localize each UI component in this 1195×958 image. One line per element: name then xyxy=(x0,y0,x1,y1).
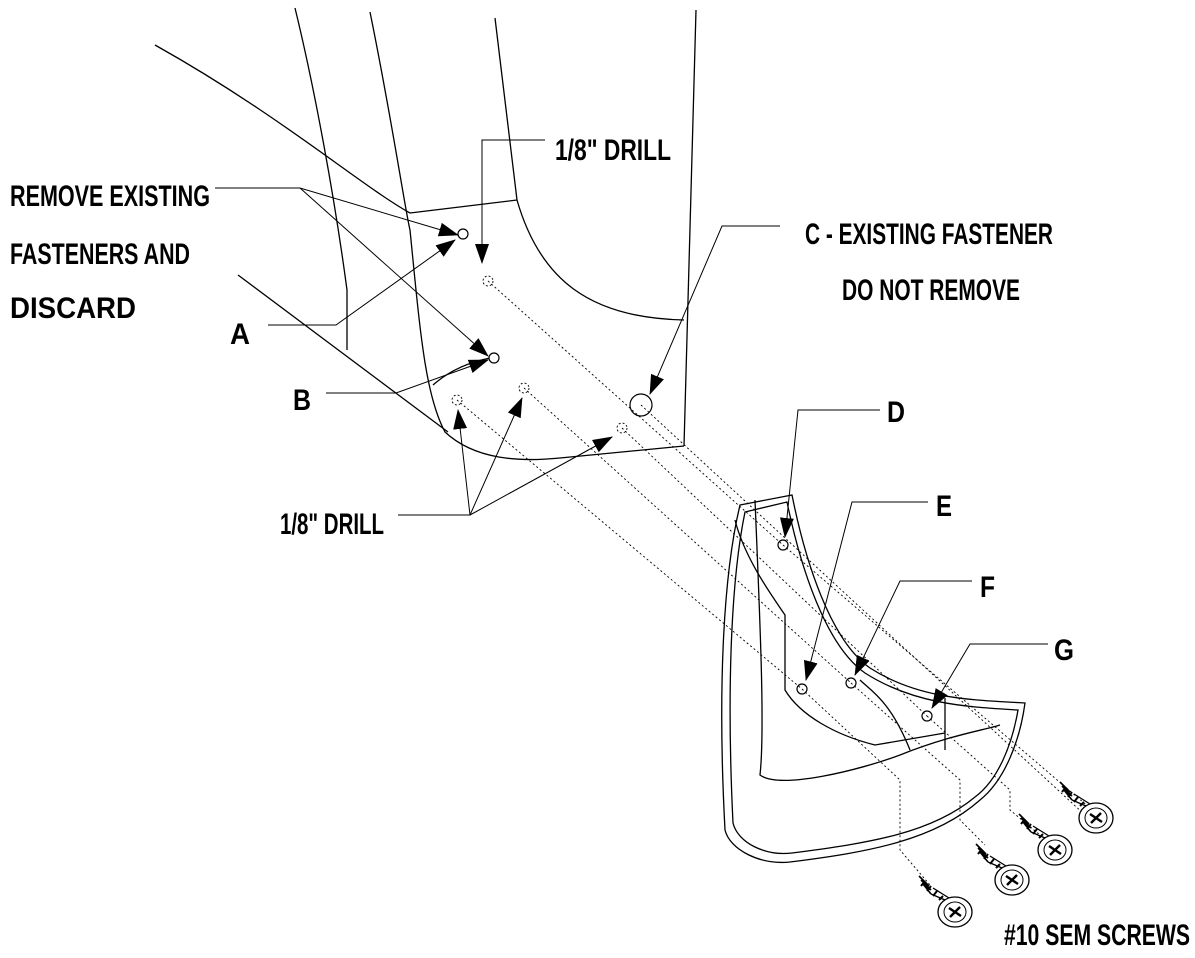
label-f: F xyxy=(980,571,995,604)
alignment-lines xyxy=(456,280,1099,886)
vehicle-fender-outline xyxy=(154,7,697,461)
label-g: G xyxy=(1054,634,1074,667)
label-e: E xyxy=(936,490,952,523)
hole-a xyxy=(457,228,469,240)
screw-2 xyxy=(1017,812,1074,867)
sem-screws xyxy=(917,780,1115,929)
mud-flap xyxy=(721,494,1026,864)
drill-bottom-label: 1/8" DRILL xyxy=(280,508,384,541)
screw-3 xyxy=(974,842,1031,897)
hole-b xyxy=(488,352,500,364)
screw-4 xyxy=(917,874,974,929)
sem-screws-label: #10 SEM SCREWS xyxy=(1004,919,1190,952)
label-a: A xyxy=(230,318,250,351)
drill-top-label: 1/8" DRILL xyxy=(555,134,671,167)
existing-fastener-label-line1: C - EXISTING FASTENER xyxy=(805,218,1053,251)
label-d: D xyxy=(887,396,905,429)
remove-label-line3: DISCARD xyxy=(10,292,136,325)
label-b: B xyxy=(293,384,311,417)
remove-label-line1: REMOVE EXISTING xyxy=(10,180,210,213)
remove-label-line2: FASTENERS AND xyxy=(10,238,190,271)
existing-fastener-label-line2: DO NOT REMOVE xyxy=(842,274,1020,307)
screw-1 xyxy=(1058,780,1115,835)
labels: REMOVE EXISTING FASTENERS AND DISCARD 1/… xyxy=(10,134,1190,952)
leaders xyxy=(215,139,1048,709)
